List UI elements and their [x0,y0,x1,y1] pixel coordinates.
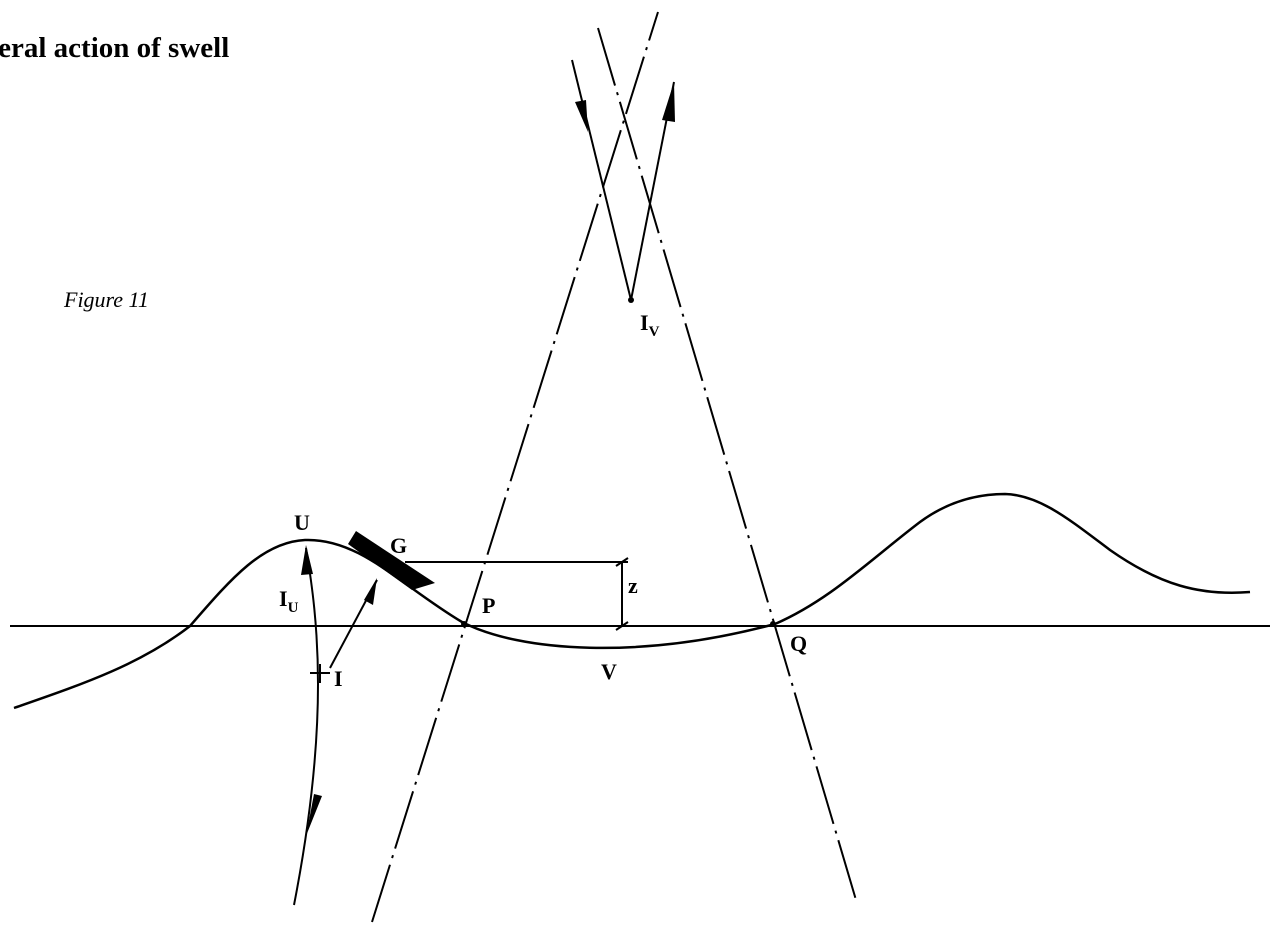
figure-caption: Figure 11 [64,287,149,312]
iv-outgoing-arrowhead [662,82,675,122]
label-p: P [482,593,495,618]
label-v: V [601,659,617,684]
iv-point [628,297,634,303]
z-measure-top-tick [615,557,629,567]
wave-profile [13,492,1251,710]
label-q: Q [790,631,807,656]
label-iu-main: I [279,586,288,611]
iu-upper-arrowhead [301,545,313,575]
point-p [461,621,467,627]
iv-incoming-arrow [571,59,632,301]
iv-incoming-arrowhead [575,100,588,132]
i-to-g-arrowhead [364,578,377,605]
page-heading: neral action of swell [0,32,230,64]
label-iv: IV [640,310,660,340]
label-u: U [294,510,310,535]
label-iv-sub: V [649,324,660,340]
dashdot-line-through-q [597,27,857,901]
point-q [770,621,776,627]
iu-curve [293,547,319,906]
dashdot-line-through-p [371,11,659,923]
label-i: I [334,666,343,691]
label-g: G [390,533,407,558]
iu-lower-arrowhead [306,794,322,836]
label-z: z [628,573,638,598]
label-iu: IU [279,586,299,616]
vessel-g [348,531,435,590]
z-measure-bottom-tick [615,621,629,631]
label-iv-main: I [640,310,649,335]
label-iu-sub: U [288,600,299,616]
